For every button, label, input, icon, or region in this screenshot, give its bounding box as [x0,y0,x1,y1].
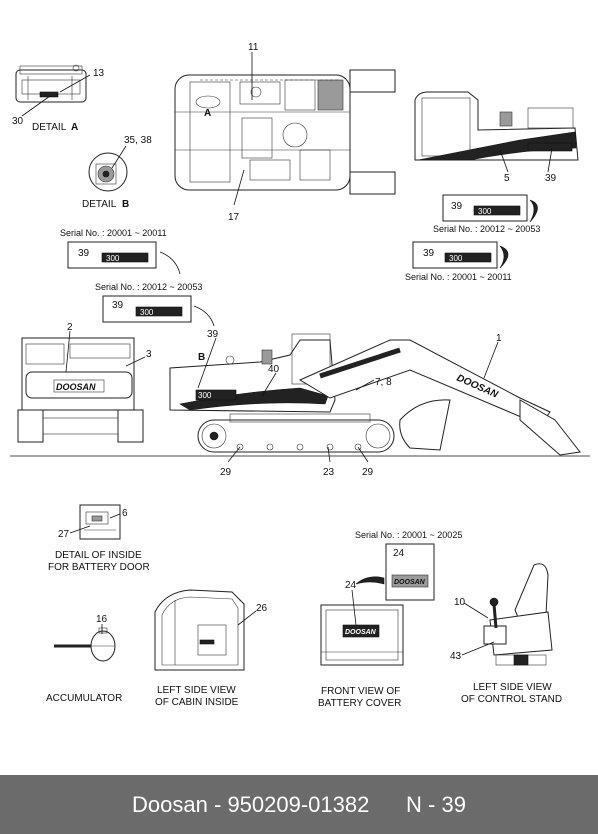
accumulator-drawing [54,627,116,662]
footer-part-number: 950209-01382 [227,791,370,817]
footer-separator: - [207,791,228,817]
serial-20001-20011-right: Serial No. : 20001 ~ 20011 [405,272,512,282]
callout-39-decal-4: 39 [112,300,124,311]
callout-7-8: 7, 8 [375,377,392,388]
accumulator-caption: ACCUMULATOR [46,693,122,704]
right-side-view-drawing [414,91,579,161]
battery-cover-caption-2: BATTERY COVER [318,698,401,709]
serial-20012-20053-left: Serial No. : 20012 ~ 20053 [95,282,202,292]
callout-23: 23 [323,467,335,478]
footer-bar: Doosan - 950209-01382 N - 39 [0,775,598,834]
callout-11: 11 [248,42,259,53]
battery-door-detail-drawing [79,504,121,540]
callout-27: 27 [58,529,70,540]
serial-20001-20011-left: Serial No. : 20001 ~ 20011 [60,228,167,238]
callout-43: 43 [450,651,462,662]
callout-40: 40 [268,364,280,375]
parts-diagram-sheet: 13 30 DETAIL A 35, 38 DETAIL B 11 17 A [10,42,590,709]
main-side-view-drawing: 300 DOOSAN [10,333,590,457]
control-stand-caption-1: LEFT SIDE VIEW [473,682,552,693]
callout-29-right: 29 [362,467,374,478]
callout-29-left: 29 [220,467,232,478]
detail-a-drawing [15,64,87,103]
decal-model-4: 300 [140,308,154,317]
decal-model-3: 300 [106,254,120,263]
callout-30: 30 [12,116,24,127]
callout-2: 2 [67,322,73,333]
detail-a-marker: A [204,108,211,119]
detail-a-caption: DETAIL [32,122,67,133]
serial-20001-20025: Serial No. : 20001 ~ 20025 [355,530,462,540]
callout-13: 13 [93,68,105,79]
decal-box-left-lower: 300 [102,295,215,327]
main-decal-model: 300 [198,391,212,400]
footer-brand: Doosan [132,791,208,817]
callout-5: 5 [504,173,510,184]
callout-24-cover: 24 [345,580,357,591]
decal-model-1: 300 [478,207,492,216]
rear-view-drawing: DOOSAN [17,337,144,443]
decal-model-2: 300 [449,254,463,263]
callout-24-decal: 24 [393,548,405,559]
detail-b-letter: B [122,199,129,210]
control-stand-drawing [483,563,553,666]
serial-20012-20053-right: Serial No. : 20012 ~ 20053 [433,224,540,234]
battery-door-caption-2: FOR BATTERY DOOR [48,562,150,573]
callout-26: 26 [256,603,268,614]
cabin-caption-1: LEFT SIDE VIEW [157,685,236,696]
footer-gap [369,792,406,818]
callout-39-main: 39 [207,329,219,340]
detail-a-letter: A [71,122,78,133]
cabin-caption-2: OF CABIN INSIDE [155,697,239,708]
cover-brand-text: DOOSAN [345,629,377,636]
callout-1: 1 [496,333,502,344]
cabin-inside-drawing [154,589,245,671]
callout-17: 17 [228,212,240,223]
callout-16: 16 [96,614,108,625]
battery-cover-drawing: DOOSAN [320,604,404,666]
rear-brand-text: DOOSAN [56,382,96,392]
detail-b-caption: DETAIL [82,199,117,210]
callout-39-decal-2: 39 [423,248,435,259]
decal-box-right-upper: 300 [442,194,538,223]
decal-box-right-lower: 300 [412,241,509,269]
detail-b-marker: B [198,352,205,363]
decal-box-left-upper: 300 [67,241,181,275]
callout-6: 6 [122,508,128,519]
detail-b-drawing [88,152,128,192]
battery-cover-decal-box: DOOSAN [385,543,435,601]
callout-39-decal-1: 39 [451,201,463,212]
battery-door-caption-1: DETAIL OF INSIDE [55,550,142,561]
callout-35-38: 35, 38 [124,135,152,146]
callout-39-right-view: 39 [545,173,557,184]
rear-brand-decal: DOOSAN [53,379,105,393]
control-stand-caption-2: OF CONTROL STAND [461,694,562,705]
cover-decal-brand: DOOSAN [394,579,426,586]
callout-10: 10 [454,597,466,608]
footer-page: N - 39 [406,791,466,817]
parts-diagram: 13 30 DETAIL A 35, 38 DETAIL B 11 17 A [10,42,590,709]
top-view-drawing [174,69,396,195]
callout-3: 3 [146,349,152,360]
callout-39-decal-3: 39 [78,248,90,259]
battery-cover-caption-1: FRONT VIEW OF [321,686,400,697]
